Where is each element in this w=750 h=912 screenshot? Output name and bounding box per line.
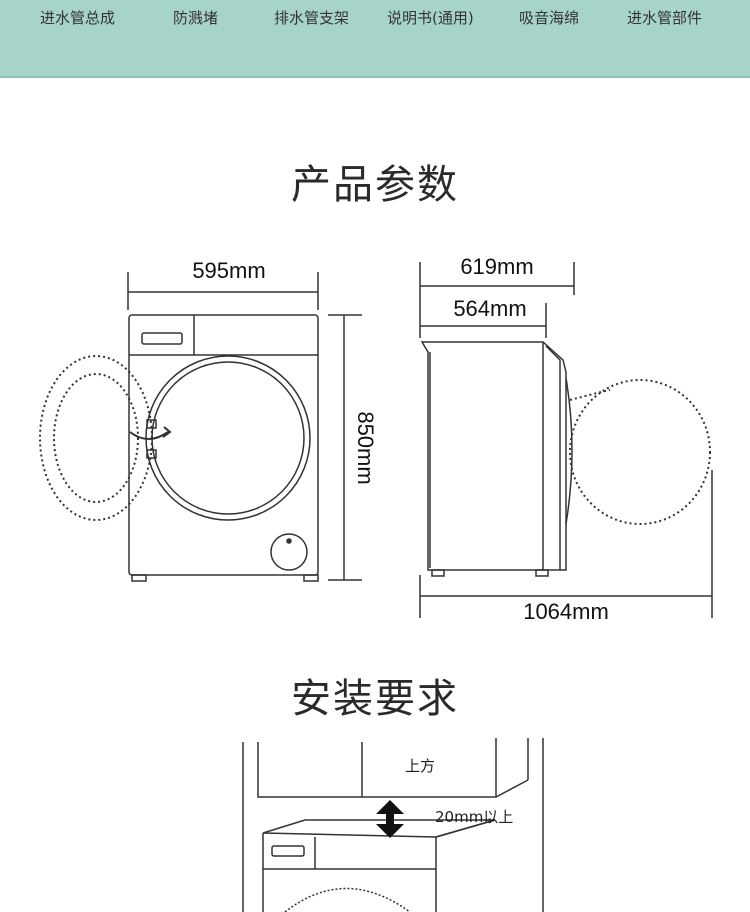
side-depth-total-label: 619mm [460,254,533,279]
parameters-title: 产品参数 [291,162,459,208]
installation-title: 安装要求 [291,676,459,722]
door-open-depth-label: 1064mm [523,599,609,624]
side-depth-body-label: 564mm [453,296,526,321]
accessory-item: 吸音海绵 [519,9,580,27]
height-label: 850mm [353,411,378,484]
accessory-item: 排水管支架 [274,9,350,27]
clearance-label: 20mm以上 [435,808,513,826]
accessory-item: 进水管部件 [627,9,703,27]
front-width-label: 595mm [192,258,265,283]
accessory-item: 进水管总成 [40,9,116,27]
accessory-item: 防溅堵 [173,9,219,27]
accessories-bar: 进水管总成 防溅堵 排水管支架 说明书(通用) 吸音海绵 进水管部件 [0,0,750,78]
accessory-item: 说明书(通用) [387,9,474,27]
above-label: 上方 [405,757,435,775]
